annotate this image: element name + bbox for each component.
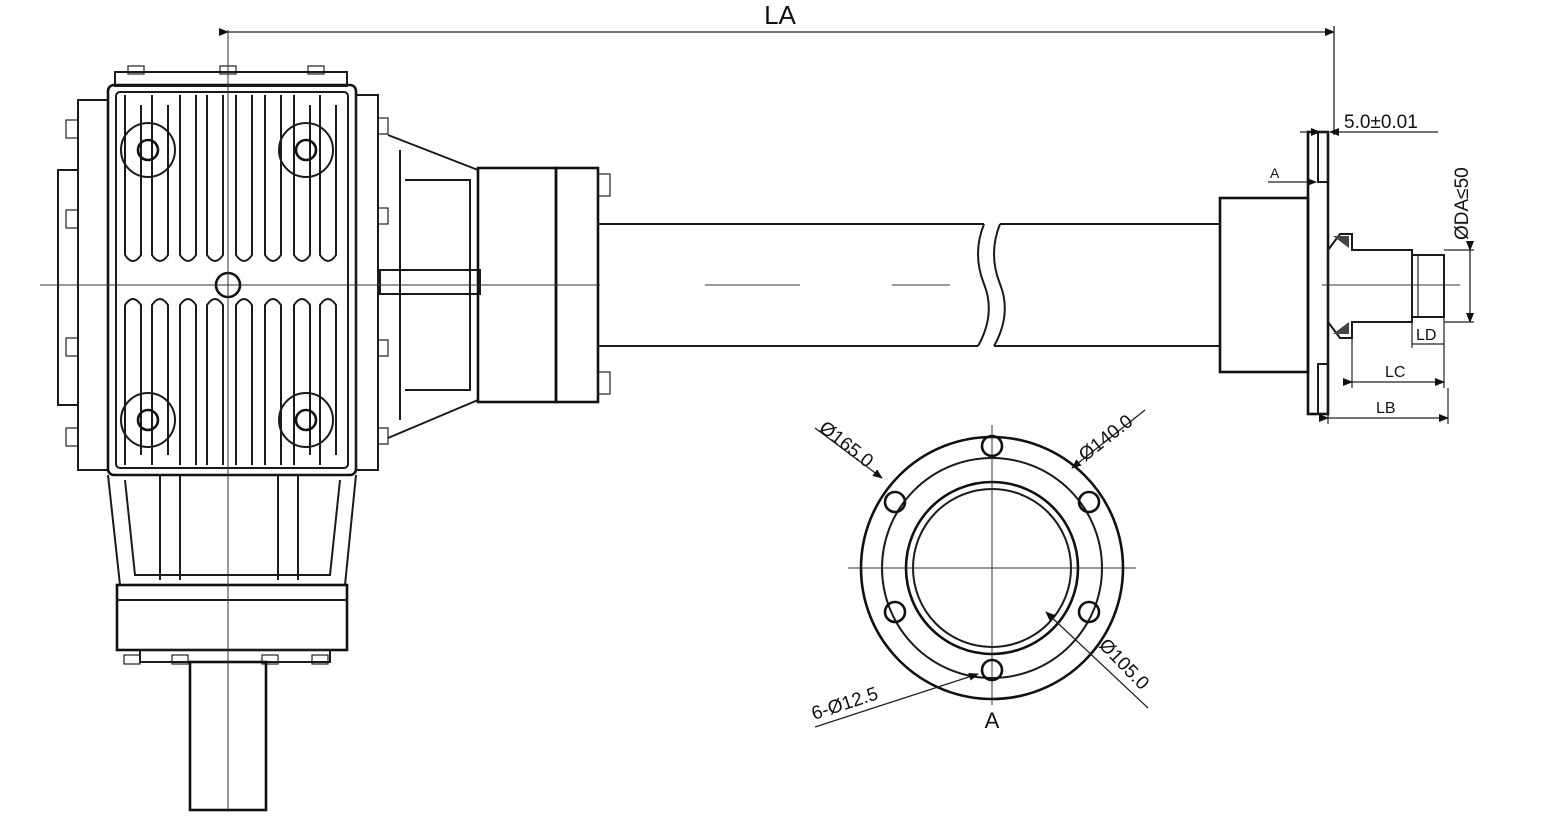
dimension-lc: LC <box>1343 338 1445 388</box>
dimension-holes: 6-Ø12.5 <box>809 672 979 728</box>
dimension-pcd-outer: Ø165.0 <box>814 417 883 479</box>
label-pcd-outer: Ø165.0 <box>815 417 877 472</box>
label-lc: LC <box>1385 364 1405 381</box>
label-ref-a-small: A <box>1270 165 1280 181</box>
dimension-flange-thickness: 5.0±0.01 <box>1300 112 1438 136</box>
dimension-ld: LD <box>1411 317 1445 348</box>
dimension-pcd-bolt: Ø140.0 <box>1071 409 1146 469</box>
gearbox-body <box>57 65 611 812</box>
flange-view-a <box>848 425 1136 705</box>
label-shaft-diameter: ØDA≤50 <box>1452 167 1473 240</box>
shaft-tube <box>598 130 1445 416</box>
label-la: LA <box>764 0 796 30</box>
label-holes: 6-Ø12.5 <box>809 684 881 725</box>
dimension-bore: Ø105.0 <box>1045 611 1153 709</box>
dimension-lb: LB <box>1319 388 1449 424</box>
label-view-a: A <box>985 708 1000 733</box>
dimension-ref-a: A <box>1268 165 1317 186</box>
label-pcd-bolt: Ø140.0 <box>1075 411 1137 466</box>
dimension-da: ØDA≤50 <box>1444 167 1474 323</box>
label-lb: LB <box>1376 400 1396 417</box>
center-lines <box>40 30 1460 810</box>
label-flange-thickness: 5.0±0.01 <box>1344 112 1418 133</box>
label-ld: LD <box>1416 327 1436 344</box>
dimension-la: LA <box>219 0 1335 135</box>
